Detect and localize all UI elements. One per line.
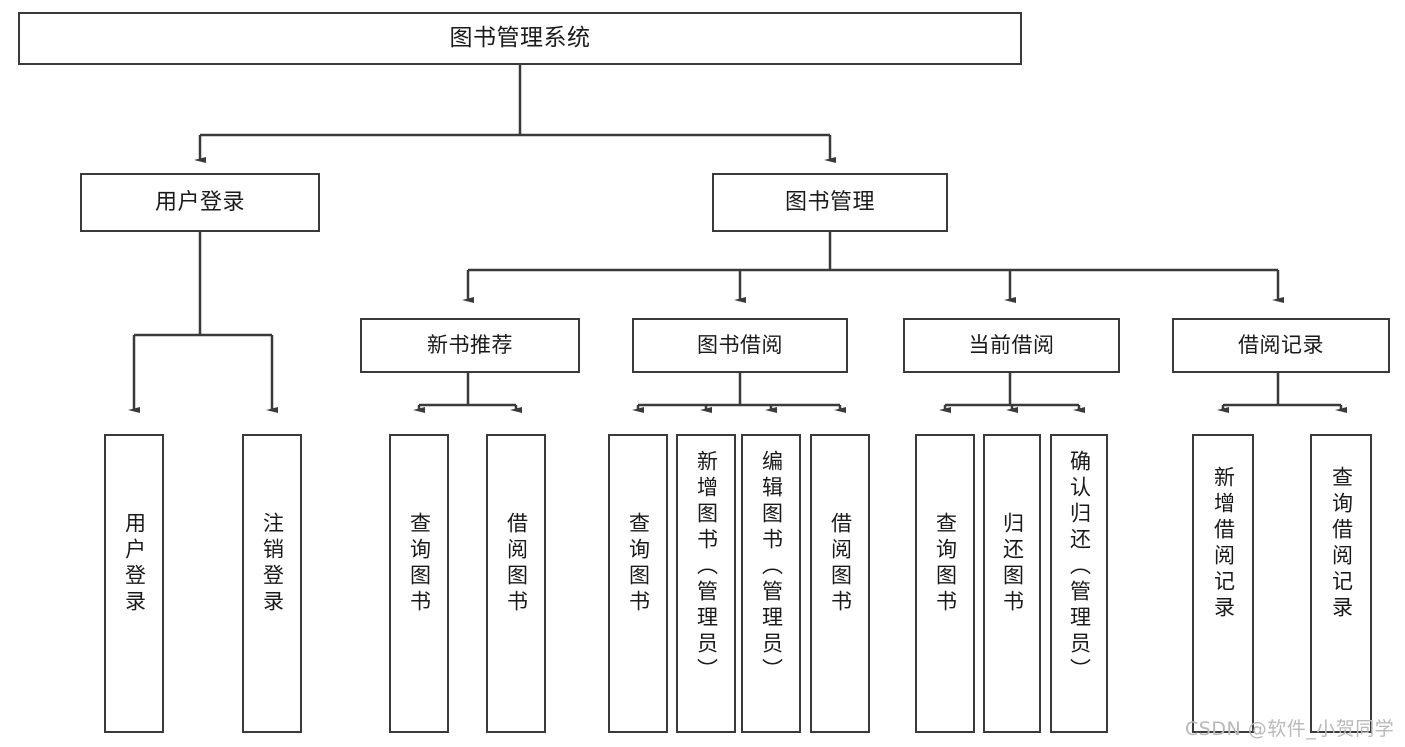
node-book-borrow-label: 图书借阅 [697,333,783,358]
node-current-borrow-label: 当前借阅 [968,333,1055,358]
leaf-borrow-book-recommend-label: 借阅图书 [504,512,529,616]
leaf-query-book-label: 查询图书 [626,512,651,616]
leaf-add-borrow-record[interactable]: 新增借阅记录 [1192,434,1254,733]
node-user-login-label: 用户登录 [154,189,245,215]
node-root[interactable]: 图书管理系统 [18,12,1022,65]
leaf-logout[interactable]: 注销登录 [242,434,302,733]
leaf-query-book-current-label: 查询图书 [933,512,958,616]
node-book-management[interactable]: 图书管理 [712,173,948,232]
leaf-return-book[interactable]: 归还图书 [983,434,1041,733]
watermark: CSDN @软件_小贺同学 [1185,718,1395,740]
leaf-edit-book-admin[interactable]: 编辑图书（管理员） [741,434,801,733]
node-borrow-record[interactable]: 借阅记录 [1172,318,1390,373]
leaf-add-borrow-record-label: 新增借阅记录 [1211,466,1236,622]
node-user-login[interactable]: 用户登录 [80,173,320,232]
leaf-borrow-book-label: 借阅图书 [828,512,853,616]
leaf-query-book-recommend-label: 查询图书 [407,512,432,616]
node-new-book-recommend[interactable]: 新书推荐 [360,318,580,373]
node-book-management-label: 图书管理 [784,189,875,215]
leaf-add-book-admin-label: 新增图书（管理员） [694,450,719,684]
node-borrow-record-label: 借阅记录 [1238,333,1324,358]
leaf-confirm-return-admin-label: 确认归还（管理员） [1067,450,1092,684]
node-current-borrow[interactable]: 当前借阅 [903,318,1120,373]
leaf-query-book[interactable]: 查询图书 [608,434,668,733]
leaf-query-borrow-record[interactable]: 查询借阅记录 [1310,434,1372,733]
leaf-borrow-book-recommend[interactable]: 借阅图书 [486,434,546,733]
leaf-edit-book-admin-label: 编辑图书（管理员） [759,450,784,684]
leaf-query-book-recommend[interactable]: 查询图书 [389,434,449,733]
leaf-return-book-label: 归还图书 [1000,512,1025,616]
leaf-add-book-admin[interactable]: 新增图书（管理员） [676,434,736,733]
leaf-borrow-book[interactable]: 借阅图书 [810,434,870,733]
node-root-label: 图书管理系统 [449,24,591,51]
leaf-logout-label: 注销登录 [260,512,285,616]
leaf-confirm-return-admin[interactable]: 确认归还（管理员） [1050,434,1108,733]
leaf-query-book-current[interactable]: 查询图书 [915,434,975,733]
leaf-user-login[interactable]: 用户登录 [104,434,164,733]
leaf-user-login-label: 用户登录 [122,512,147,616]
node-book-borrow[interactable]: 图书借阅 [632,318,848,373]
leaf-query-borrow-record-label: 查询借阅记录 [1329,466,1354,622]
node-new-book-recommend-label: 新书推荐 [427,333,513,358]
